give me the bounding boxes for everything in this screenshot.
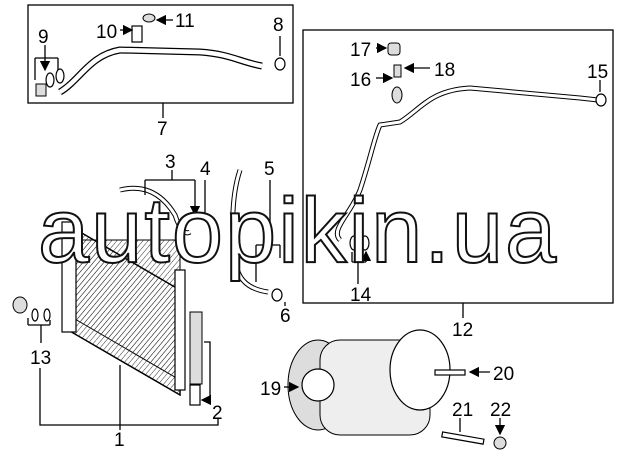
callout-14: 14 (350, 285, 372, 306)
callout-15: 15 (587, 62, 608, 83)
callout-1: 1 (114, 430, 125, 451)
pipe-group-box (302, 29, 614, 304)
hose-group-box (27, 4, 294, 104)
callout-17: 17 (350, 40, 371, 61)
callout-5: 5 (264, 159, 275, 180)
callout-7: 7 (157, 119, 168, 140)
callout-2: 2 (212, 403, 223, 424)
condenser (61, 221, 186, 397)
callout-21: 21 (452, 400, 473, 421)
watermark: autopikin.ua (38, 180, 558, 282)
callout-10: 10 (96, 22, 117, 43)
callout-19: 19 (260, 379, 281, 400)
callout-9: 9 (38, 27, 49, 48)
callout-11: 11 (175, 11, 195, 32)
compressor (287, 329, 451, 436)
callout-18: 18 (434, 60, 455, 81)
suction-hose (35, 13, 286, 97)
callout-13: 13 (30, 348, 51, 369)
callout-6: 6 (280, 306, 291, 327)
callout-12: 12 (452, 320, 473, 341)
callout-20: 20 (493, 364, 514, 385)
bolt-20 (434, 369, 466, 376)
callout-8: 8 (273, 15, 284, 36)
callout-4: 4 (200, 159, 211, 180)
callout-3: 3 (165, 152, 176, 173)
callout-22: 22 (490, 400, 511, 421)
nut-22 (493, 436, 507, 450)
stud-21 (441, 431, 485, 445)
callout-16: 16 (350, 70, 371, 91)
discharge-pipe (334, 42, 607, 251)
